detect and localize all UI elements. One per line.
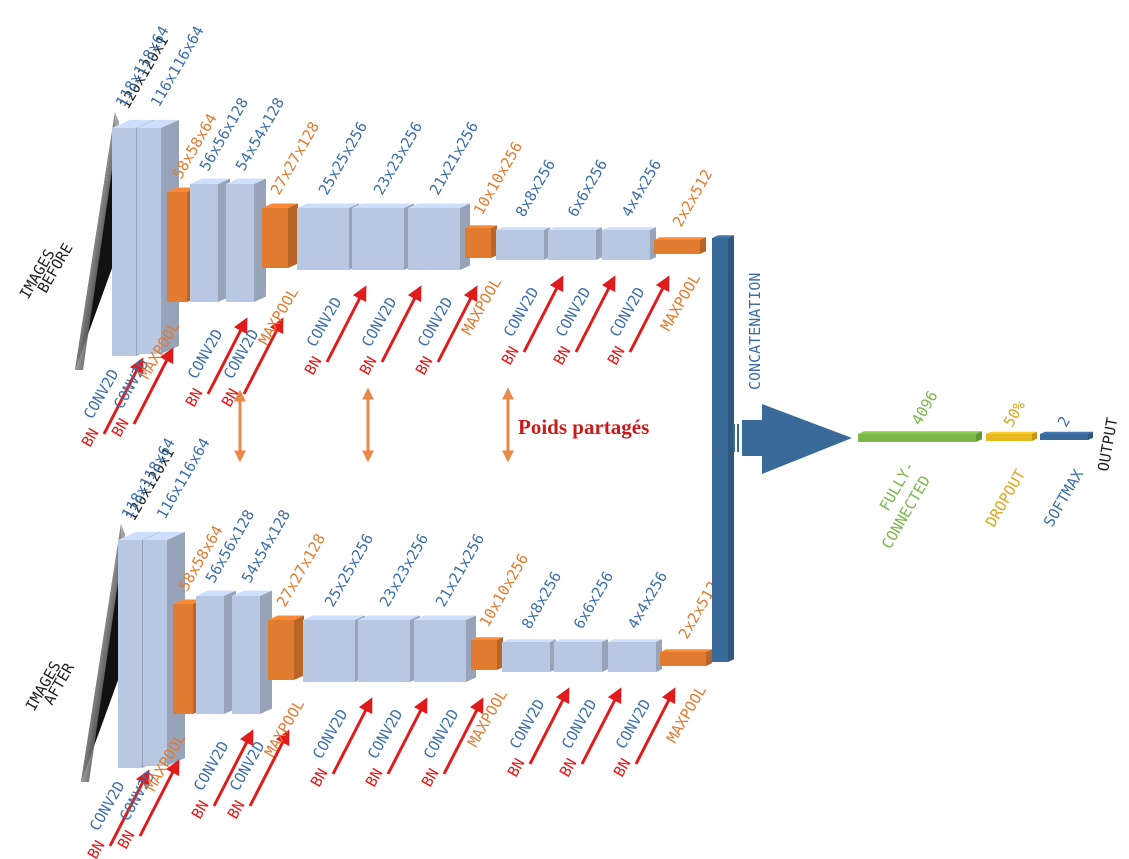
- bn-arrow: [386, 697, 428, 775]
- conv2d-block: [548, 227, 602, 260]
- softmax-block: [1040, 431, 1093, 440]
- bn-arrow: [380, 285, 422, 363]
- bn-arrow: [212, 729, 254, 807]
- shape-label: 8x8x256: [518, 568, 565, 632]
- conv2d-block: [608, 639, 662, 672]
- bn-label: BN: [604, 343, 629, 368]
- softmax-size: 2: [1054, 413, 1074, 430]
- bn-label: BN: [301, 353, 326, 378]
- bn-label: BN: [610, 755, 635, 780]
- bn-arrow: [436, 285, 478, 363]
- bn-label: BN: [224, 797, 249, 822]
- bn-label: BN: [188, 797, 213, 822]
- concatenation-bar: [712, 235, 734, 663]
- shape-label: 4x4x256: [624, 568, 671, 632]
- maxpool-block: [262, 203, 298, 268]
- maxpool-label: MAXPOOL: [663, 682, 710, 746]
- conv2d-block: [232, 590, 272, 714]
- bn-arrow: [331, 697, 373, 775]
- merge-arrow: [742, 404, 852, 474]
- conv2d-block: [226, 178, 266, 302]
- maxpool-block: [465, 225, 497, 258]
- conv2d-block: [408, 203, 470, 270]
- bn-label: BN: [556, 755, 581, 780]
- bn-arrow: [138, 759, 180, 837]
- maxpool-block: [654, 237, 706, 254]
- input-image-texture: [81, 524, 125, 782]
- branch-after: IMAGESAFTER120x120x1118x118x64CONV2DBN11…: [22, 435, 722, 859]
- bn-arrow: [102, 357, 144, 435]
- conv2d-block: [196, 590, 236, 714]
- bn-label: BN: [412, 353, 437, 378]
- bn-label: BN: [504, 755, 529, 780]
- maxpool-block: [660, 649, 712, 666]
- conv2d-block: [502, 639, 556, 672]
- fully-connected-size: 4096: [908, 388, 942, 428]
- bn-arrow: [248, 729, 290, 807]
- shape-label: 21x21x256: [432, 531, 488, 610]
- conv2d-block: [297, 203, 359, 270]
- shape-label: 25x25x256: [321, 531, 377, 610]
- bn-arrow: [574, 275, 616, 353]
- bn-label: BN: [498, 343, 523, 368]
- bn-label: BN: [362, 765, 387, 790]
- branch-before: IMAGESBEFORE120x120x1118x118x64CONV2DBN1…: [16, 23, 716, 450]
- conv2d-block: [602, 227, 656, 260]
- bn-label: BN: [418, 765, 443, 790]
- bn-arrow: [580, 687, 622, 765]
- conv2d-block: [352, 203, 414, 270]
- conv2d-block: [496, 227, 550, 260]
- output-label: OUTPUT: [1094, 416, 1121, 472]
- conv2d-block: [554, 639, 608, 672]
- shape-label: 25x25x256: [315, 119, 371, 198]
- dropout-rate: 50%: [1000, 398, 1029, 430]
- shape-label: 2x2x512: [669, 166, 716, 230]
- maxpool-label: MAXPOOL: [464, 686, 511, 750]
- shape-label: 4x4x256: [618, 156, 665, 220]
- maxpool-block: [471, 637, 503, 670]
- bn-arrow: [325, 285, 367, 363]
- dropout-label: DROPOUT: [982, 466, 1029, 530]
- bn-arrow: [108, 769, 150, 847]
- concatenation-label: CONCATENATION: [746, 273, 764, 390]
- shape-label: 27x27x128: [273, 531, 329, 610]
- conv2d-block: [358, 615, 420, 682]
- bn-arrow: [442, 697, 484, 775]
- bn-label: BN: [84, 837, 109, 859]
- bn-arrow: [206, 317, 248, 395]
- bn-arrow: [522, 275, 564, 353]
- bn-label: BN: [356, 353, 381, 378]
- bn-arrow: [634, 687, 676, 765]
- shape-label: 23x23x256: [376, 531, 432, 610]
- conv2d-block: [303, 615, 365, 682]
- dropout-block: [986, 431, 1037, 441]
- bn-label: BN: [307, 765, 332, 790]
- shape-label: 21x21x256: [426, 119, 482, 198]
- bn-label: BN: [78, 425, 103, 450]
- shape-label: 8x8x256: [512, 156, 559, 220]
- fully-connected-block: [858, 431, 982, 442]
- shape-label: 27x27x128: [267, 119, 323, 198]
- shape-label: 23x23x256: [370, 119, 426, 198]
- shape-label: 6x6x256: [564, 156, 611, 220]
- conv2d-block: [190, 178, 230, 302]
- softmax-label: SOFTMAX: [1040, 466, 1087, 530]
- shared-weights-label: Poids partagés: [518, 415, 649, 439]
- bn-arrow: [628, 275, 670, 353]
- maxpool-label: MAXPOOL: [458, 274, 505, 338]
- bn-label: BN: [182, 385, 207, 410]
- bn-arrow: [132, 347, 174, 425]
- input-image-texture: [75, 112, 119, 370]
- conv2d-block: [414, 615, 476, 682]
- bn-arrow: [242, 317, 284, 395]
- shape-label: 6x6x256: [570, 568, 617, 632]
- bn-arrow: [528, 687, 570, 765]
- maxpool-block: [268, 615, 304, 680]
- maxpool-label: MAXPOOL: [657, 270, 704, 334]
- bn-label: BN: [550, 343, 575, 368]
